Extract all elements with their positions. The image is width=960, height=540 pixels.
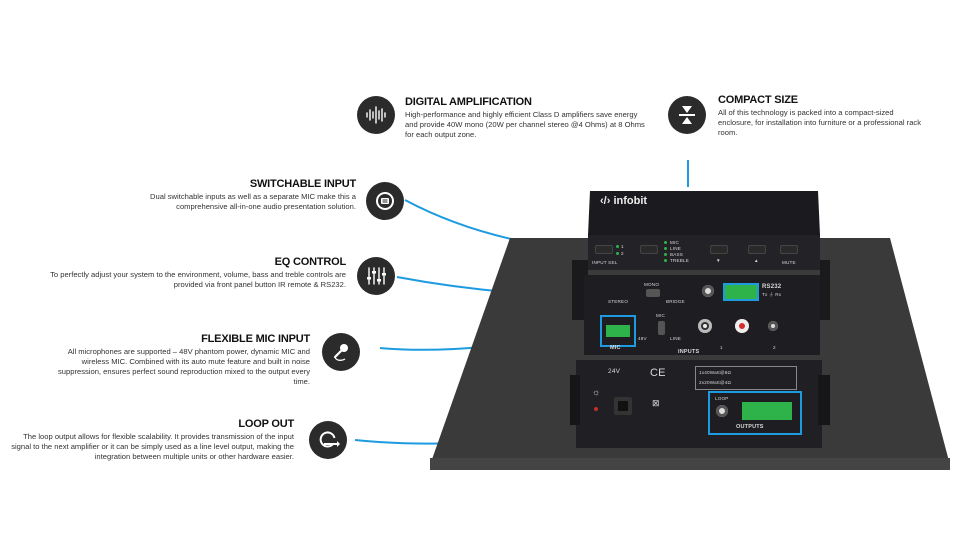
power-led bbox=[594, 407, 598, 411]
weee-icon: ⊠ bbox=[652, 398, 660, 408]
amplifier-device: ‹/› infobit 1 2 INPUT SEL MIC LINE BASS … bbox=[570, 185, 830, 450]
brand-name: infobit bbox=[613, 195, 648, 207]
mic-icon-circle bbox=[322, 333, 360, 371]
spec-mono: 1x40Watt@8Ω bbox=[699, 370, 732, 375]
compress-icon bbox=[679, 106, 695, 124]
mic-title: FLEXIBLE MIC INPUT bbox=[201, 333, 310, 345]
line-mode-label: LINE bbox=[670, 246, 682, 251]
switch-icon bbox=[376, 192, 394, 210]
mic-led bbox=[664, 241, 667, 244]
up-button[interactable] bbox=[748, 245, 766, 254]
ch1-label: 1 bbox=[720, 345, 723, 350]
loop-label: LOOP bbox=[715, 396, 729, 401]
input-2-label: 2 bbox=[621, 251, 624, 256]
eq-title: EQ CONTROL bbox=[274, 256, 347, 268]
spec-stereo: 2x20Watt@4Ω bbox=[699, 380, 732, 385]
rs232-label: RS232 bbox=[762, 284, 782, 290]
loop-icon-circle bbox=[309, 421, 347, 459]
stereo-label: STEREO bbox=[608, 299, 629, 304]
down-arrow-icon: ▼ bbox=[716, 258, 721, 263]
rs232-terminal[interactable] bbox=[723, 283, 759, 301]
switchable-title: SWITCHABLE INPUT bbox=[249, 178, 356, 190]
down-button[interactable] bbox=[710, 245, 728, 254]
eq-icon-circle bbox=[357, 257, 395, 295]
eq-desc: To perfectly adjust your system to the e… bbox=[50, 270, 346, 289]
sun-icon: ☼ bbox=[592, 387, 601, 397]
loop-jack[interactable] bbox=[716, 405, 728, 417]
input2-led bbox=[616, 252, 619, 255]
bass-mode-label: BASS bbox=[670, 252, 684, 257]
digital-amp-title: DIGITAL AMPLIFICATION bbox=[405, 96, 532, 108]
treble-mode-label: TREBLE bbox=[670, 258, 690, 263]
microphone-icon bbox=[333, 344, 348, 361]
input-sel-button[interactable] bbox=[595, 245, 613, 254]
compact-icon-circle bbox=[668, 96, 706, 134]
compact-desc: All of this technology is packed into a … bbox=[718, 108, 922, 137]
loop-desc: The loop output allows for flexible scal… bbox=[11, 432, 294, 461]
power-voltage-label: 24V bbox=[608, 368, 621, 375]
v48-label: 48V bbox=[638, 336, 647, 341]
line-switch-label: LINE bbox=[670, 336, 682, 341]
input-1-label: 1 bbox=[621, 244, 624, 249]
ch2-label: 2 bbox=[773, 345, 776, 350]
spec-box: 1x40Watt@8Ω 2x20Watt@4Ω bbox=[695, 366, 797, 390]
rca-input-2[interactable] bbox=[735, 319, 749, 333]
input1-led bbox=[616, 245, 619, 248]
bridge-label: BRIDGE bbox=[666, 299, 685, 304]
loop-icon bbox=[319, 431, 340, 448]
loop-title: LOOP OUT bbox=[238, 418, 294, 430]
mode-button[interactable] bbox=[640, 245, 658, 254]
inputs-label: INPUTS bbox=[678, 349, 700, 355]
mic-switch-label: MIC bbox=[656, 313, 666, 318]
mono-stereo-switch[interactable] bbox=[646, 289, 660, 297]
mic-terminal[interactable] bbox=[600, 315, 636, 347]
treble-led bbox=[664, 259, 667, 262]
rs232-port[interactable] bbox=[702, 285, 714, 297]
mute-button[interactable] bbox=[780, 245, 798, 254]
speaker-terminal[interactable] bbox=[742, 402, 792, 420]
compact-title: COMPACT SIZE bbox=[718, 94, 798, 106]
sliders-icon bbox=[367, 267, 386, 285]
bass-led bbox=[664, 253, 667, 256]
up-arrow-icon: ▲ bbox=[754, 258, 759, 263]
brand-logo: ‹/› infobit bbox=[600, 195, 647, 207]
switchable-icon-circle bbox=[366, 182, 404, 220]
txrx-label: Tx ⏚ Rx bbox=[762, 292, 782, 297]
mic-input-label: MIC bbox=[610, 345, 621, 351]
mute-label: MUTE bbox=[782, 260, 796, 265]
power-jack[interactable] bbox=[614, 397, 632, 415]
input-sel-label: INPUT SEL bbox=[592, 260, 618, 265]
outputs-section: LOOP OUTPUTS bbox=[708, 391, 802, 435]
waveform-icon bbox=[366, 106, 386, 124]
digital-amp-desc: High-performance and highly efficient Cl… bbox=[405, 110, 645, 139]
rca-input-1[interactable] bbox=[698, 319, 712, 333]
outputs-label: OUTPUTS bbox=[736, 424, 764, 430]
switchable-desc: Dual switchable inputs as well as a sepa… bbox=[150, 192, 356, 211]
aux-jack[interactable] bbox=[768, 321, 778, 331]
ce-mark: CE bbox=[650, 367, 666, 379]
line-led bbox=[664, 247, 667, 250]
infobit-icon: ‹/› bbox=[600, 195, 611, 207]
mic-mode-label: MIC bbox=[670, 240, 680, 245]
mono-label: MONO bbox=[644, 282, 660, 287]
mic-line-switch[interactable] bbox=[658, 321, 665, 335]
mic-desc: All microphones are supported – 48V phan… bbox=[57, 347, 310, 386]
digital-amp-icon-circle bbox=[357, 96, 395, 134]
